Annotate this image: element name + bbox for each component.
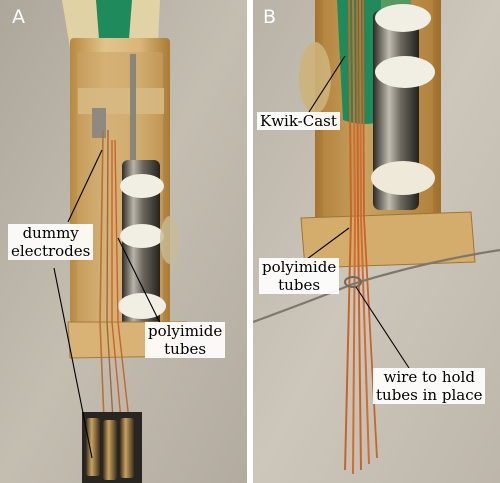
label-polyimide-b-line2: tubes — [259, 276, 340, 294]
label-kwik-cast: Kwik-Cast — [257, 112, 340, 130]
label-polyimide-tubes-b: polyimide tubes — [259, 258, 340, 294]
panel-b-scene — [253, 0, 500, 483]
side-bump-b — [299, 42, 331, 114]
polyimide-tube-b-1 — [344, 0, 353, 471]
spacer-b-1 — [375, 4, 431, 32]
label-polyimide-b-line1: polyimide — [259, 258, 340, 276]
panel-b-letter: B — [263, 6, 277, 28]
spacer-a-2 — [120, 224, 164, 248]
label-polyimide-tubes-a: polyimide tubes — [145, 322, 226, 358]
spacer-b-3 — [371, 161, 435, 195]
label-wire-line2: tubes in place — [373, 386, 486, 404]
guide-rod-a — [130, 54, 136, 164]
spacer-a-3 — [118, 293, 166, 319]
screw-head-a — [92, 108, 106, 138]
connector-pin-a-3 — [120, 418, 134, 478]
polyimide-tube-b-4 — [359, 0, 370, 465]
label-kwik-cast-text: Kwik-Cast — [257, 112, 340, 130]
panel-b-photo: B Kwik-Cast polyimide tubes wire to hold… — [253, 0, 500, 483]
wire-loop — [344, 276, 362, 288]
panel-a-photo: A dummy electrodes polyimide tubes — [0, 0, 247, 483]
label-wire-line1: wire to hold — [373, 368, 486, 386]
label-polyimide-a-line2: tubes — [145, 340, 226, 358]
connector-pin-a-2 — [103, 420, 117, 480]
polyimide-tube-b-3 — [356, 0, 362, 471]
label-dummy-electrodes: dummy electrodes — [8, 224, 94, 260]
spacer-a-1 — [120, 174, 164, 198]
panel-a-letter: A — [12, 6, 25, 28]
crossbar-a — [78, 88, 164, 114]
polyimide-tube-a-1 — [111, 140, 122, 421]
label-dummy-electrodes-line2: electrodes — [8, 242, 94, 260]
connector-pin-a-1 — [86, 418, 100, 476]
holding-wire — [253, 248, 500, 324]
label-dummy-electrodes-line1: dummy — [8, 224, 94, 242]
dummy-electrode-a-2 — [106, 129, 114, 421]
label-wire-hold: wire to hold tubes in place — [373, 368, 486, 404]
polyimide-tube-b-2 — [352, 0, 357, 475]
label-polyimide-a-line1: polyimide — [145, 322, 226, 340]
polyimide-tube-b-5 — [362, 0, 378, 459]
spacer-b-2 — [375, 56, 435, 88]
side-bump-a — [160, 216, 180, 264]
